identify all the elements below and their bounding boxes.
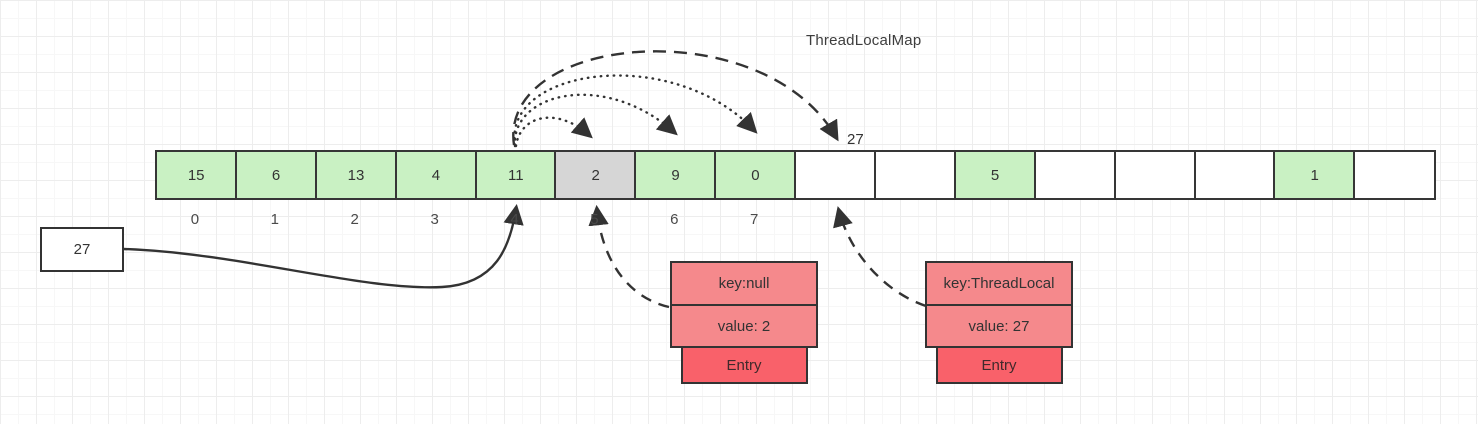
index-label-3: 3 [430, 211, 439, 228]
entry-threadlocal-key: key:ThreadLocal [925, 261, 1073, 306]
index-label-9 [874, 211, 954, 231]
array-cell-13 [1193, 150, 1276, 200]
probe-arc-4 [512, 50, 839, 146]
external-value-box: 27 [40, 227, 124, 272]
array-cell-8 [794, 150, 877, 200]
index-label-4: 4 [510, 211, 519, 228]
entry-threadlocal-box: key:ThreadLocal value: 27 Entry [925, 261, 1073, 384]
index-labels: 0 1 2 3 4 5 6 7 [155, 211, 1433, 231]
array-cell-11 [1033, 150, 1117, 200]
array-cell-4: 11 [474, 150, 557, 200]
array-cell-3: 4 [394, 150, 478, 200]
probe-arc-2 [513, 93, 678, 148]
index-label-6: 6 [670, 211, 679, 228]
array-cell-5: 2 [554, 150, 637, 200]
array-cell-9 [874, 150, 957, 200]
array-cell-1: 6 [234, 150, 318, 200]
array-cell-2: 13 [314, 150, 398, 200]
entry-threadlocal-value: value: 27 [925, 304, 1073, 348]
index-label-15 [1353, 211, 1433, 231]
index-label-8 [794, 211, 874, 231]
index-label-1: 1 [270, 211, 279, 228]
array-cell-12 [1113, 150, 1197, 200]
array-cell-10: 5 [953, 150, 1037, 200]
index-label-2: 2 [350, 211, 359, 228]
array-cell-14: 1 [1273, 150, 1356, 200]
index-label-11 [1034, 211, 1114, 231]
external-value-label: 27 [73, 241, 91, 258]
entry-null-key: key:null [670, 261, 818, 306]
index-label-13 [1194, 211, 1274, 231]
entry-null-box: key:null value: 2 Entry [670, 261, 818, 384]
array-cell-7: 0 [714, 150, 797, 200]
array-cell-15 [1353, 150, 1436, 200]
entry-threadlocal-tag: Entry [935, 346, 1063, 384]
diagram-title: ThreadLocalMap [806, 32, 922, 49]
index-label-0: 0 [190, 211, 200, 228]
index-label-10 [954, 211, 1034, 231]
probe-arc-3 [513, 74, 758, 147]
entry-null-tag: Entry [680, 346, 808, 384]
probe-value-label: 27 [847, 131, 864, 148]
index-label-14 [1273, 211, 1353, 231]
index-label-5: 5 [590, 211, 599, 228]
index-label-12 [1114, 211, 1194, 231]
array-cell-6: 9 [634, 150, 717, 200]
probe-arc-1 [514, 116, 593, 148]
entry-null-value: value: 2 [670, 304, 818, 348]
index-label-7: 7 [750, 211, 759, 228]
array-cell-0: 15 [155, 150, 238, 200]
